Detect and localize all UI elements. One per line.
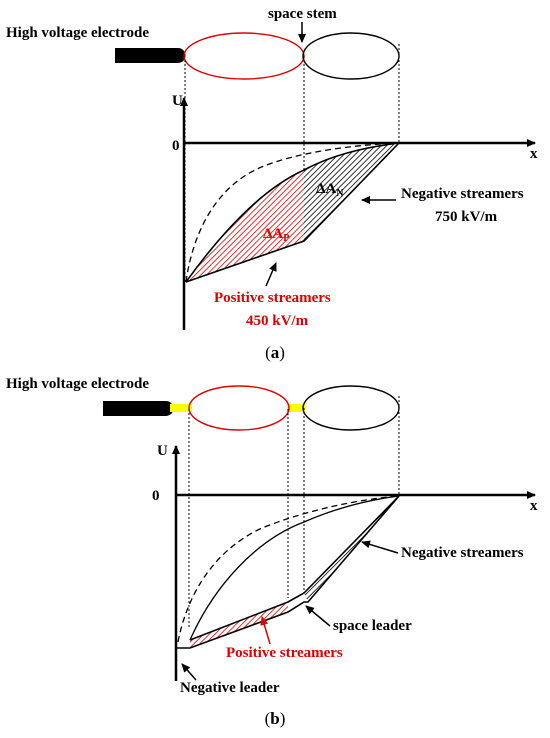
negative-leader-arrow: [181, 663, 197, 681]
space-leader-channel: [287, 404, 305, 412]
caption-b: (b): [265, 709, 286, 728]
u-axis-label-b: U: [157, 443, 168, 459]
negative-field-label: 750 kV/m: [435, 209, 498, 225]
caption-a: (a): [265, 343, 285, 362]
delta-p-region: [186, 170, 304, 282]
space-leader-label: space leader: [333, 618, 412, 634]
streamer-potential-line-a: [185, 142, 400, 283]
electrode-label-b: High voltage electrode: [6, 376, 149, 392]
positive-streamers-label-a: Positive streamers: [214, 290, 331, 306]
x-axis-label-a: x: [530, 146, 538, 162]
panel-a: High voltage electrode space stem U x 0 …: [6, 6, 538, 362]
electrode-label-a: High voltage electrode: [6, 25, 149, 41]
panel-b: High voltage electrode U x 0 Negative st…: [6, 376, 538, 728]
positive-streamers-arrow-b: [260, 616, 271, 645]
positive-streamers-label-b: Positive streamers: [226, 645, 343, 661]
space-leader-arrow: [305, 605, 331, 627]
negative-streamer-ellipse-b: [302, 385, 400, 431]
negative-leader-label: Negative leader: [180, 680, 280, 696]
space-stem-label: space stem: [268, 6, 337, 22]
positive-field-label: 450 kV/m: [246, 313, 309, 329]
negative-streamers-label-b: Negative streamers: [401, 545, 524, 561]
leader-potential-line-b: [176, 495, 400, 649]
streamer-potential-line-b: [189, 495, 400, 641]
electrode-rod-b: [103, 401, 174, 416]
electrode-rod-a: [115, 48, 186, 63]
negative-streamers-label-a: Negative streamers: [401, 186, 524, 202]
delta-n-label: ΔAN: [316, 181, 344, 199]
positive-streamer-region-b: [190, 602, 288, 648]
u-axis-label-a: U: [172, 93, 183, 109]
initial-potential-curve-a: [185, 142, 400, 283]
initial-potential-curve-b: [177, 495, 400, 643]
leader-channel-near-electrode: [170, 404, 192, 412]
zero-label-b: 0: [152, 488, 160, 504]
final-potential-curve-b: [189, 495, 400, 641]
positive-streamer-ellipse-b: [188, 385, 290, 431]
potential-boundary-curve-a: [185, 142, 400, 283]
negative-streamers-arrow-b: [361, 540, 399, 554]
positive-streamers-arrow-a: [265, 262, 277, 287]
x-axis-label-b: x: [530, 498, 538, 514]
zero-label-a: 0: [172, 138, 180, 154]
delta-p-label: ΔAP: [263, 226, 289, 244]
positive-streamer-ellipse-a: [183, 32, 305, 80]
negative-streamer-ellipse-a: [302, 32, 400, 80]
